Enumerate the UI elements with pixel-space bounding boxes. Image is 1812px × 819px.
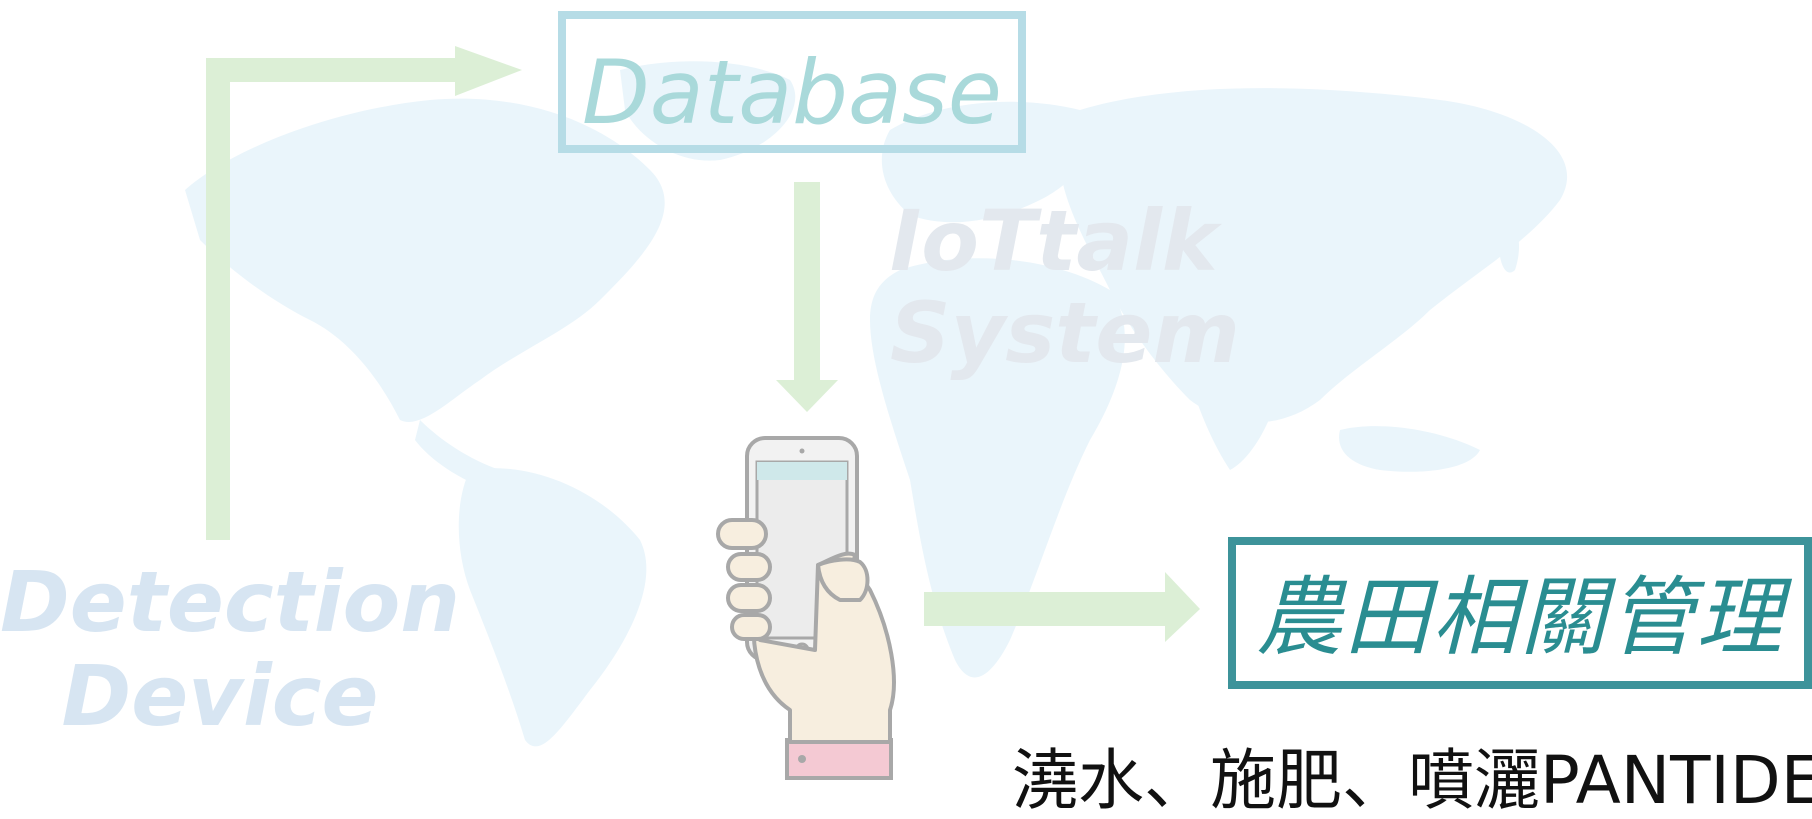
arrow-database-to-phone (776, 182, 838, 412)
map-india (1185, 327, 1280, 470)
arrow-device-to-database (206, 46, 522, 540)
detection-device-label: Detection Device (0, 553, 461, 746)
arrow-phone-to-farm (924, 572, 1200, 642)
map-south-america (458, 468, 647, 747)
map-southeast-asia (1339, 426, 1480, 472)
map-africa (870, 258, 1125, 678)
hand-holding-phone-icon (716, 436, 896, 780)
farm-management-label: 農田相關管理 (1256, 568, 1784, 668)
system-label-line-2: System (890, 284, 1240, 383)
map-greenland (620, 61, 796, 161)
map-japan (1498, 219, 1520, 273)
farm-management-node: 農田相關管理 (1228, 537, 1812, 689)
detection-device-line-1: Detection (0, 553, 461, 651)
map-north-america (185, 98, 665, 422)
database-node: Database (558, 11, 1026, 153)
map-europe (881, 101, 1093, 223)
system-label: IoTtalk System (890, 195, 1250, 380)
actions-caption: 澆水、施肥、噴灑PANTIDE (1012, 742, 1812, 819)
map-asia (1060, 88, 1568, 423)
system-label-line-1: IoTtalk (890, 192, 1218, 290)
detection-device-line-2: Device (61, 647, 379, 746)
database-label: Database (582, 41, 1002, 144)
